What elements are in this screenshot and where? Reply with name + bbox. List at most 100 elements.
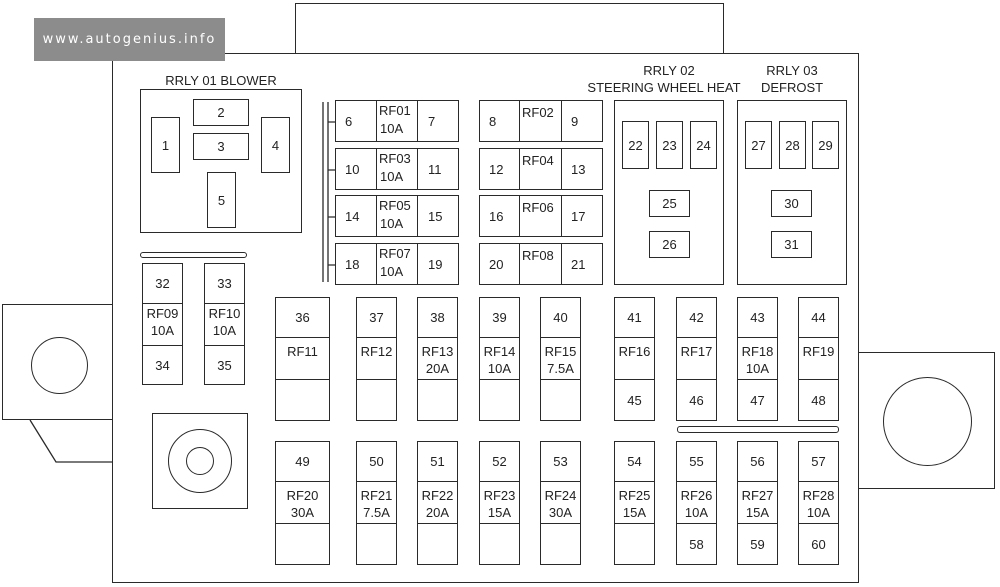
fuse-amp-rating: 30A [290, 505, 315, 520]
fuse-amp-rating: 20A [425, 505, 450, 520]
fuse-slot-divider [519, 243, 521, 285]
fuse-slot-divider [519, 195, 521, 237]
relay-01-pin: 1 [151, 117, 180, 173]
relay-03-pin: 31 [771, 231, 812, 258]
fuse-pin-number: 57 [811, 453, 826, 469]
fuse-amp-rating: 10A [745, 361, 770, 376]
fuse-pin-number: 13 [571, 162, 586, 177]
fuse-id: RF25 [618, 488, 651, 503]
fuse-slot-divider [376, 195, 378, 237]
fuse-pin-number: 15 [428, 209, 443, 224]
fuse-id: RF07 [379, 246, 411, 261]
fuse-pin-number: 59 [750, 537, 765, 552]
fuse-slot-divider [614, 523, 655, 525]
relay-02-label: RRLY 02 [643, 63, 695, 78]
fuse-slot-divider [561, 148, 563, 190]
fuse-id: RF24 [544, 488, 577, 503]
fuse-slot-divider [540, 481, 581, 483]
fuse-slot-divider [614, 337, 655, 339]
fuse-pin-number: 14 [345, 209, 360, 224]
fuse-amp-rating: 10A [487, 361, 512, 376]
relay-01-pin: 3 [193, 133, 249, 160]
fuse-id: RF05 [379, 198, 411, 213]
fuse-slot-housing [142, 263, 183, 385]
fuse-slot-housing [479, 100, 603, 142]
fuse-amp-rating: 10A [150, 323, 175, 338]
fuse-pin-number: 35 [217, 358, 232, 373]
fuse-slot-divider [798, 523, 839, 525]
fuse-pin-number: 58 [689, 537, 704, 552]
fuse-id: RF11 [287, 344, 318, 359]
fuse-pin-number: 18 [345, 257, 360, 272]
fuse-pin-number: 49 [295, 453, 310, 469]
fuse-slot-divider [356, 379, 397, 381]
relay-01-label: RRLY 01 BLOWER [165, 73, 277, 88]
fuse-pin-number: 48 [811, 393, 826, 408]
fuse-slot-divider [561, 195, 563, 237]
fuse-id: RF09 [146, 306, 179, 321]
fuse-amp-rating: 10A [684, 505, 709, 520]
fuse-slot-housing [275, 441, 330, 565]
left-mount-hole [31, 337, 88, 394]
fuse-slot-divider [142, 345, 183, 347]
relay-02-pin: 22 [622, 121, 649, 169]
fuse-slot-housing [479, 243, 603, 285]
fuse-pin-number: 39 [492, 309, 507, 325]
fuse-pin-number: 46 [689, 393, 704, 408]
fuse-slot-divider [417, 100, 419, 142]
fuse-pin-number: 17 [571, 209, 586, 224]
fuse-slot-divider [737, 523, 778, 525]
fuse-pin-number: 38 [430, 309, 445, 325]
fuse-slot-divider [275, 379, 330, 381]
fuse-pin-number: 47 [750, 393, 765, 408]
small-fuse-bus-bar [140, 252, 247, 258]
fuse-pin-number: 54 [627, 453, 642, 469]
fuse-slot-housing [614, 297, 655, 421]
fuse-slot-housing [798, 297, 839, 421]
fuse-slot-divider [204, 345, 245, 347]
relay-03-pin: 30 [771, 190, 812, 217]
fuse-slot-divider [417, 337, 458, 339]
fuse-slot-housing [275, 297, 330, 421]
fuse-pin-number: 53 [553, 453, 568, 469]
fuse-slot-divider [417, 523, 458, 525]
fuse-id: RF19 [802, 344, 835, 359]
fuse-amp-rating: 7.5A [363, 505, 390, 520]
relay-02-pin: 26 [649, 231, 690, 258]
fuse-slot-divider [417, 243, 419, 285]
fuse-pin-number: 51 [430, 453, 445, 469]
fuse-id: RF27 [741, 488, 774, 503]
fuse-slot-divider [798, 337, 839, 339]
fuse-slot-divider [561, 100, 563, 142]
fuse-amp-rating: 15A [622, 505, 647, 520]
watermark: www.autogenius.info [34, 18, 225, 61]
fuse-slot-divider [479, 379, 520, 381]
relay-02-pin: 23 [656, 121, 683, 169]
fuse-slot-divider [540, 337, 581, 339]
relay-02-pin: 24 [690, 121, 717, 169]
fuse-amp-rating: 10A [380, 121, 404, 136]
fuse-slot-housing [204, 263, 245, 385]
fuse-pin-number: 6 [345, 114, 353, 129]
relay-01-pin: 5 [207, 172, 236, 228]
fuse-amp-rating: 15A [487, 505, 512, 520]
fuse-id: RF26 [680, 488, 713, 503]
fuse-slot-divider [798, 379, 839, 381]
fuse-slot-housing [479, 441, 520, 565]
relay-02-sublabel: STEERING WHEEL HEAT [587, 80, 741, 95]
fuse-slot-divider [676, 337, 717, 339]
fuse-slot-divider [614, 379, 655, 381]
fuse-slot-housing [335, 148, 459, 190]
fuse-slot-divider [275, 337, 330, 339]
fuse-slot-divider [479, 337, 520, 339]
relay-01-pin: 2 [193, 99, 249, 126]
fuse-id: RF03 [379, 151, 411, 166]
relay-02-pin: 25 [649, 190, 690, 217]
fuse-id: RF15 [544, 344, 577, 359]
fuse-pin-number: 41 [627, 309, 642, 325]
fuse-amp-rating: 10A [380, 264, 404, 279]
relay-03-label: RRLY 03 [766, 63, 818, 78]
fuse-pin-number: 33 [217, 275, 232, 291]
fuse-slot-divider [737, 337, 778, 339]
fuse-slot-divider [356, 337, 397, 339]
